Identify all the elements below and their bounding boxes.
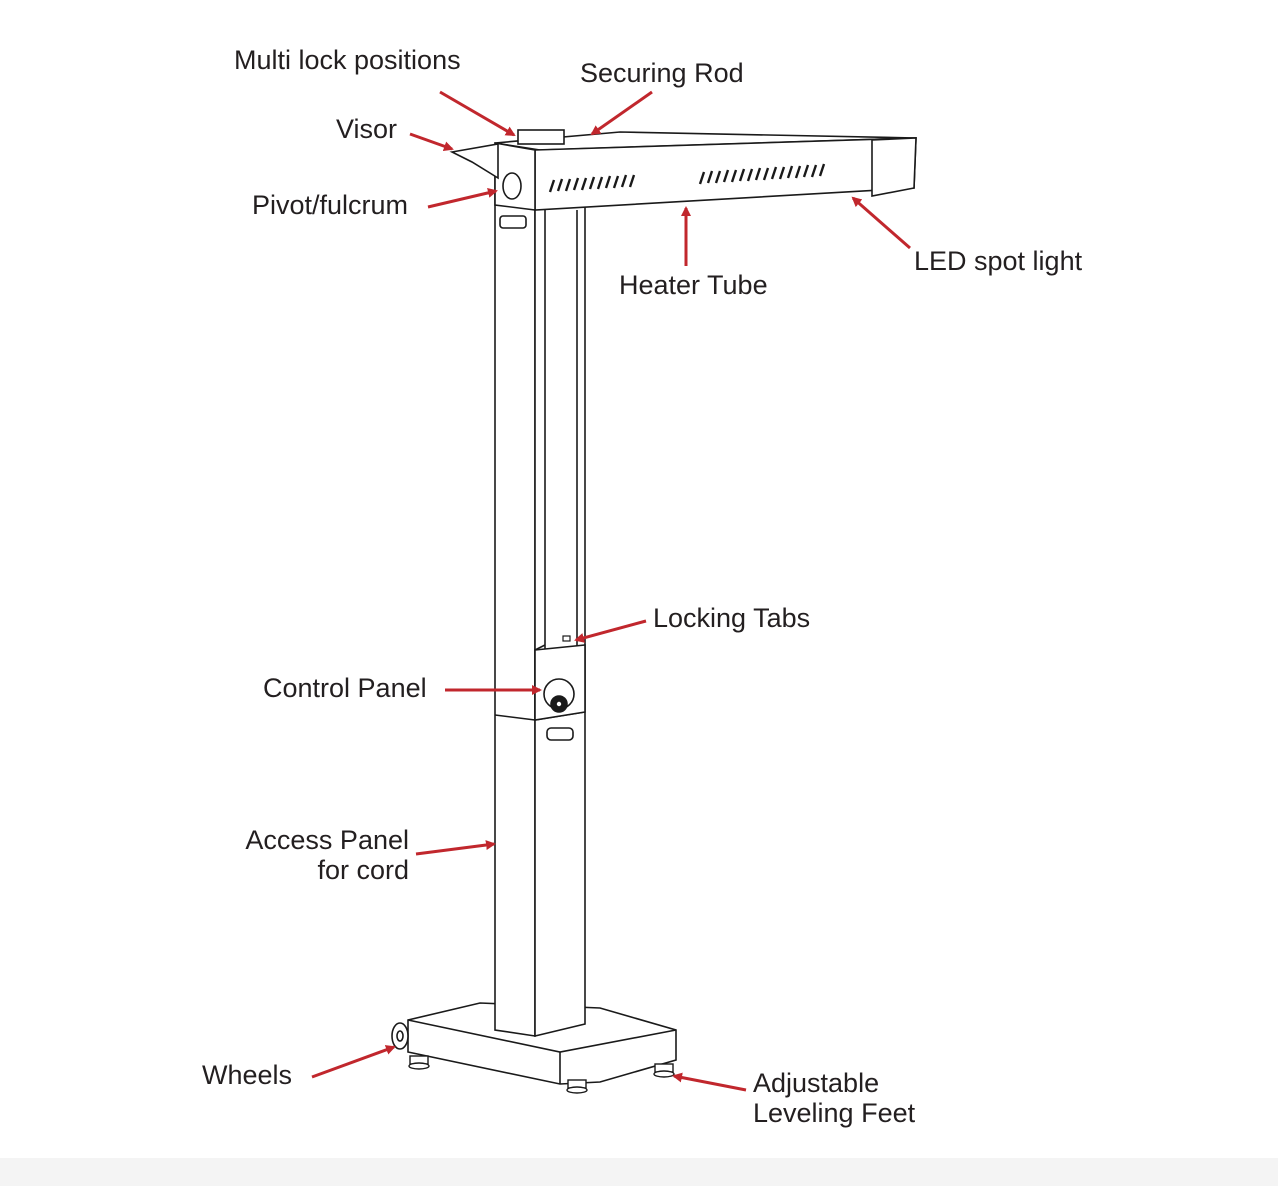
arrow-locking-tabs bbox=[574, 619, 647, 643]
label-feet-line1: Adjustable bbox=[753, 1068, 880, 1098]
arrow-led bbox=[851, 196, 911, 250]
label-access-panel-line1: Access Panel bbox=[245, 825, 409, 855]
arrow-securing-rod bbox=[590, 90, 653, 136]
wheel-icon bbox=[391, 1022, 409, 1050]
column bbox=[494, 154, 586, 1038]
label-wheels: Wheels bbox=[202, 1060, 293, 1090]
vent-slots bbox=[548, 163, 826, 193]
arrow-pivot bbox=[427, 187, 498, 209]
label-access-panel-line2: for cord bbox=[317, 855, 409, 885]
arrow-access-panel bbox=[415, 840, 496, 856]
leveling-feet bbox=[408, 1055, 675, 1094]
arrow-multi-lock bbox=[439, 90, 516, 137]
control-knob bbox=[543, 678, 575, 741]
locking-tab bbox=[562, 635, 571, 642]
bottom-strip bbox=[0, 1158, 1278, 1186]
callout-arrows bbox=[311, 90, 911, 1092]
label-feet-line2: Leveling Feet bbox=[753, 1098, 916, 1128]
label-led: LED spot light bbox=[914, 246, 1083, 276]
arrow-feet bbox=[672, 1072, 747, 1092]
arrow-wheels bbox=[311, 1045, 396, 1079]
label-visor: Visor bbox=[336, 114, 398, 144]
label-heater-tube: Heater Tube bbox=[619, 270, 768, 300]
label-locking-tabs: Locking Tabs bbox=[653, 603, 811, 633]
label-securing-rod: Securing Rod bbox=[580, 58, 744, 88]
label-multi-lock: Multi lock positions bbox=[234, 45, 461, 75]
label-pivot: Pivot/fulcrum bbox=[252, 190, 409, 220]
arrow-visor bbox=[409, 132, 454, 152]
label-control-panel: Control Panel bbox=[263, 673, 427, 703]
